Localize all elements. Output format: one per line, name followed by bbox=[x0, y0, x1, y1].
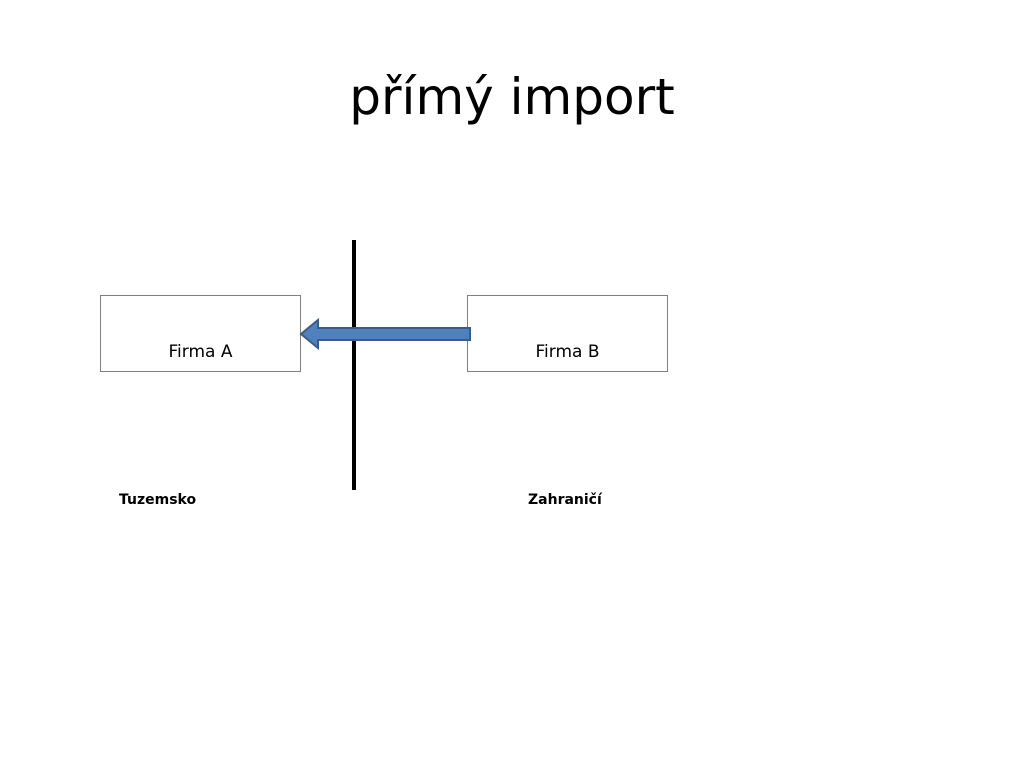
slide-title: přímý import bbox=[349, 68, 675, 126]
firm-a-label: Firma A bbox=[168, 342, 233, 362]
firm-b-box: Firma B bbox=[467, 295, 668, 372]
firm-a-box: Firma A bbox=[100, 295, 301, 372]
region-label-foreign: Zahraničí bbox=[528, 492, 602, 508]
border-divider-line bbox=[352, 240, 356, 490]
firm-b-label: Firma B bbox=[535, 342, 600, 362]
region-label-domestic: Tuzemsko bbox=[119, 492, 197, 508]
arrow-left-shape bbox=[299, 317, 471, 351]
